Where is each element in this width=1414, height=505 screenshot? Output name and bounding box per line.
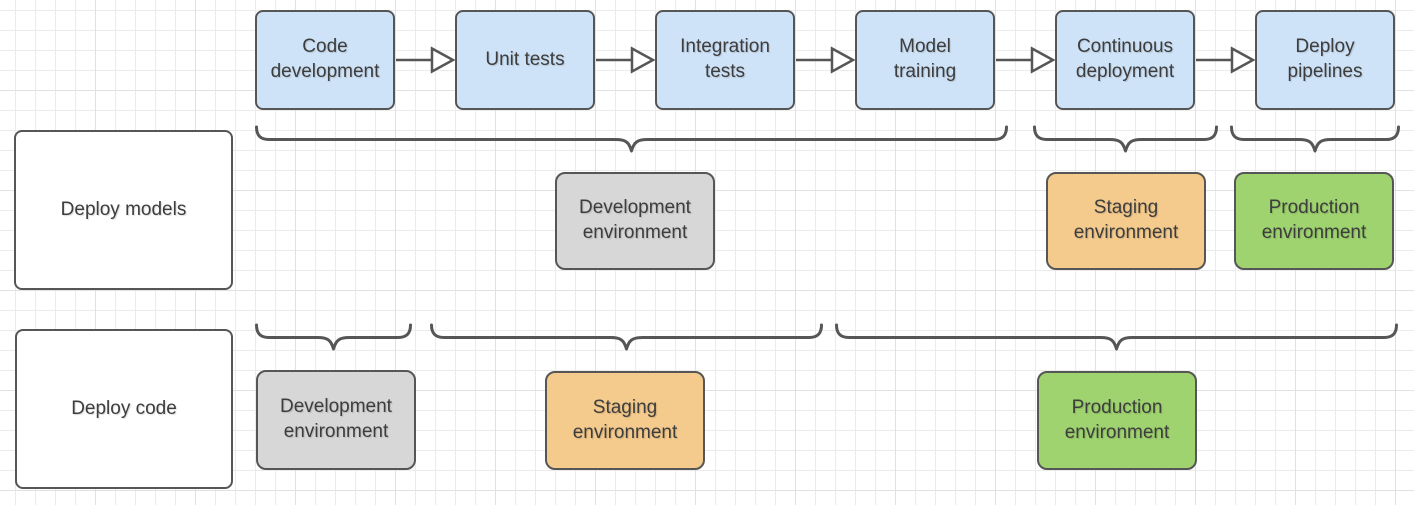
row-label-text: Deploy models [60,198,187,220]
brace-models-development-scope[interactable] [255,124,1008,154]
code-development-environment[interactable]: Development environment [256,370,416,470]
row-label-deploy-code[interactable]: Deploy code [15,329,233,489]
step-integration-tests[interactable]: Integration tests [655,10,795,110]
env-label: Development environment [579,197,691,243]
models-staging-environment[interactable]: Staging environment [1046,172,1206,270]
flow-arrow-icon[interactable] [995,45,1056,75]
row-label-text: Deploy code [71,397,177,419]
step-label: Deploy pipelines [1287,36,1363,82]
step-deploy-pipelines[interactable]: Deploy pipelines [1255,10,1395,110]
brace-models-staging-scope[interactable] [1033,124,1218,154]
models-development-environment[interactable]: Development environment [555,172,715,270]
flow-arrow-icon[interactable] [795,45,856,75]
brace-code-production-scope[interactable] [835,322,1398,352]
row-label-deploy-models[interactable]: Deploy models [14,130,233,290]
brace-code-development-scope[interactable] [255,322,412,352]
env-label: Staging environment [572,396,678,443]
code-production-environment[interactable]: Production environment [1037,371,1197,470]
step-label: Continuous deployment [1075,36,1175,82]
brace-code-staging-scope[interactable] [430,322,823,352]
flow-arrow-icon[interactable] [395,45,456,75]
env-label: Staging environment [1073,197,1179,243]
env-label: Production environment [1261,197,1367,243]
step-label: Code development [270,36,380,82]
step-label: Unit tests [485,48,565,70]
code-staging-environment[interactable]: Staging environment [545,371,705,470]
flow-arrow-icon[interactable] [595,45,656,75]
step-unit-tests[interactable]: Unit tests [455,10,595,110]
models-production-environment[interactable]: Production environment [1234,172,1394,270]
step-code-development[interactable]: Code development [255,10,395,110]
env-label: Development environment [280,396,392,442]
step-label: Integration tests [680,36,770,82]
step-label: Model training [893,36,957,82]
brace-models-production-scope[interactable] [1230,124,1400,154]
env-label: Production environment [1064,396,1170,443]
flow-arrow-icon[interactable] [1195,45,1256,75]
step-continuous-deployment[interactable]: Continuous deployment [1055,10,1195,110]
step-model-training[interactable]: Model training [855,10,995,110]
